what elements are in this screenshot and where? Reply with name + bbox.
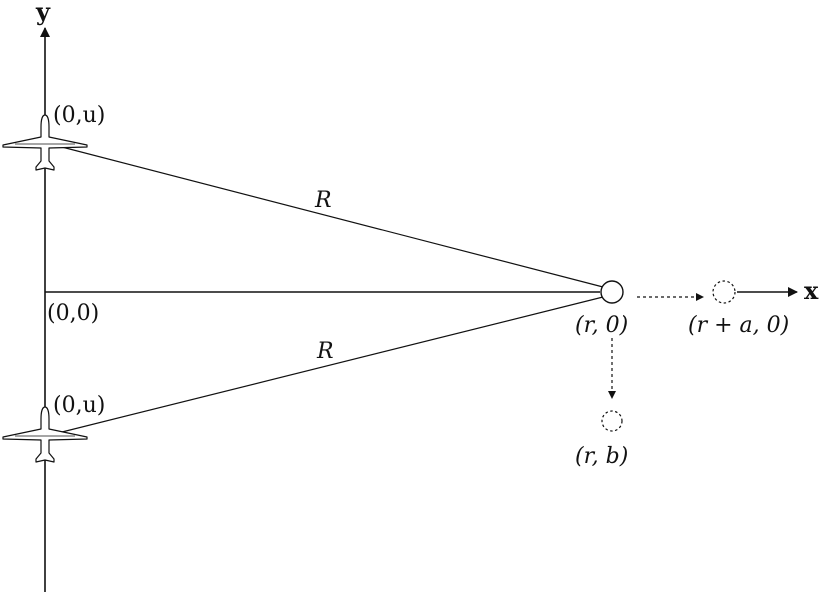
range-label-bottom: R [316, 339, 334, 364]
y-axis-label: y [35, 0, 51, 26]
bottom-aircraft-label: (0,u) [53, 393, 105, 418]
airplane-top-view-icon [2, 114, 88, 171]
top-aircraft-label: (0,u) [53, 103, 105, 128]
shifted-y-target-label: (r, b) [575, 444, 628, 469]
shifted-x-target-label: (r + a, 0) [688, 313, 789, 338]
origin-label: (0,0) [47, 301, 99, 326]
dashed-circle-icon [712, 280, 736, 304]
dashed-circle-icon [601, 410, 623, 432]
range-line-bottom [57, 296, 604, 434]
target-label: (r, 0) [575, 313, 628, 338]
airplane-top-view-icon [2, 406, 88, 463]
circle-target-icon [600, 280, 624, 304]
x-axis-label: x [804, 276, 819, 305]
range-label-top: R [314, 188, 332, 213]
range-line-top [57, 145, 604, 288]
